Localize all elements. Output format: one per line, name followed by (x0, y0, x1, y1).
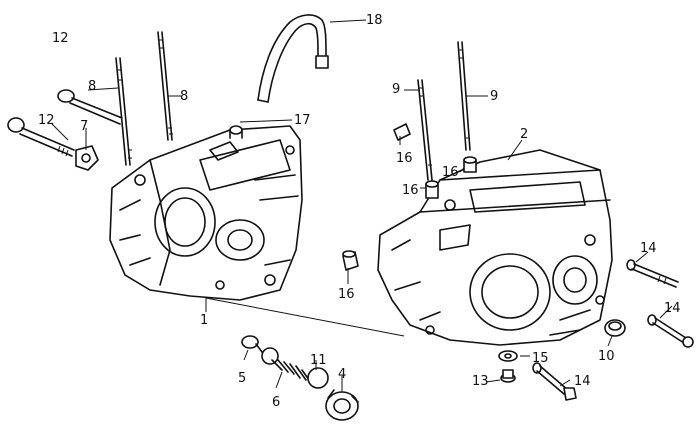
label-16-a: 16 (396, 151, 413, 166)
label-14-lower: 14 (574, 374, 591, 389)
label-11: 11 (310, 353, 327, 368)
label-8-left: 8 (88, 79, 96, 94)
label-9-left: 9 (392, 82, 400, 97)
label-16-d: 16 (338, 287, 355, 302)
drain-plug-13 (500, 369, 516, 383)
label-9-right: 9 (490, 89, 498, 104)
label-7: 7 (80, 119, 88, 134)
dowel-pin-17 (229, 125, 243, 139)
label-8-right: 8 (180, 89, 188, 104)
dowel-pin-16-d (342, 250, 359, 271)
label-12-top: 12 (52, 31, 69, 46)
label-13: 13 (472, 374, 489, 389)
label-12-left: 12 (38, 113, 55, 128)
stud-bolt-8-left (115, 57, 132, 166)
bolt-14-lower (532, 362, 577, 401)
leader-lines (51, 19, 673, 392)
label-1: 1 (200, 313, 208, 328)
dowel-pin-16-b (425, 180, 439, 199)
label-16-b: 16 (402, 183, 419, 198)
bolt-14-upper (626, 259, 679, 288)
right-crankcase-half (377, 149, 613, 346)
label-18: 18 (366, 13, 383, 28)
dowel-pin-16-a (393, 123, 411, 141)
clip-7 (75, 145, 99, 171)
bolt-12-upper (57, 89, 123, 125)
label-14-middle: 14 (664, 301, 681, 316)
stud-bolt-8-right (157, 31, 173, 141)
bearing-10 (604, 319, 626, 337)
label-2: 2 (520, 127, 528, 142)
washer-15 (498, 350, 518, 362)
bolt-14-middle (647, 314, 694, 348)
oil-strainer-assembly (241, 335, 359, 421)
part-labels: 1 2 4 5 6 7 8 8 9 9 10 11 12 12 13 14 14… (38, 13, 681, 410)
label-14-upper: 14 (640, 241, 657, 256)
bolt-12-lower (7, 117, 75, 157)
label-6: 6 (272, 395, 280, 410)
label-5: 5 (238, 371, 246, 386)
label-16-c: 16 (442, 165, 459, 180)
label-15: 15 (532, 351, 549, 366)
stud-bolt-9-left (417, 79, 433, 181)
dowel-pin-16-c (463, 156, 477, 173)
label-4: 4 (338, 367, 346, 382)
label-10: 10 (598, 349, 615, 364)
left-crankcase-half (109, 125, 303, 301)
label-17: 17 (294, 113, 311, 128)
breather-hose (257, 14, 329, 103)
